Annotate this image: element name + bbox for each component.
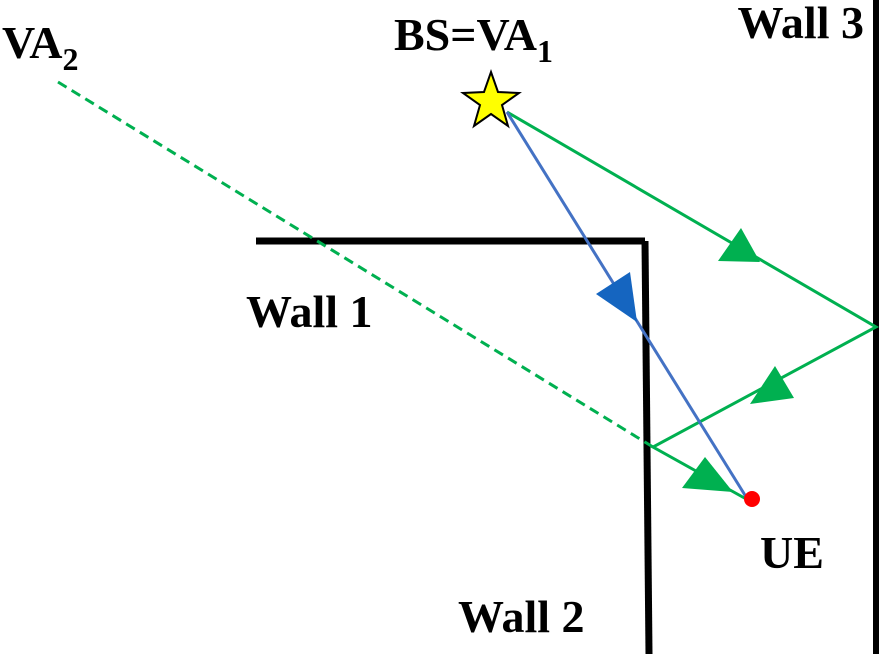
reflection-arrow-1 [718, 228, 760, 262]
bs-label: BS=VA1 [394, 9, 553, 69]
ue-label: UE [760, 527, 824, 578]
wall-2-label: Wall 2 [458, 591, 585, 642]
reflection-path-line [506, 110, 880, 502]
direct-arrow [596, 272, 637, 322]
reflection-path [506, 110, 880, 502]
wall-2 [641, 240, 653, 654]
ue-dot-icon [744, 491, 760, 507]
virtual-path-dashed [57, 80, 654, 449]
bs-star-icon [460, 68, 522, 129]
direct-path [505, 111, 750, 501]
va2-label: VA2 [2, 17, 79, 77]
reflection-arrow-2 [750, 366, 794, 404]
wall-1-label: Wall 1 [246, 286, 373, 337]
reflection-arrow-3 [682, 457, 733, 492]
wall-3-label: Wall 3 [737, 0, 864, 48]
